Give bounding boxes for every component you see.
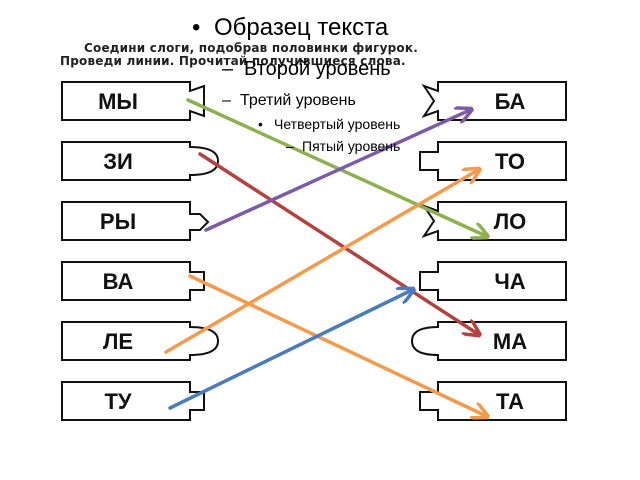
connection-line [204,110,470,232]
left-syllable-label: ЗИ [103,149,133,174]
outline-level-2-text: Второй уровень [244,58,391,80]
right-piece-5 [410,321,567,361]
left-syllable-label: ТУ [104,389,131,414]
right-syllable-label: БА [495,89,526,114]
left-piece-5 [61,321,220,361]
left-piece-3 [61,201,210,241]
connection-line [188,274,486,416]
left-piece-1 [61,81,205,121]
connection-line [186,98,486,236]
outline-level-5-text: Пятый уровень [302,138,401,154]
outline-level-1-text: Образец текста [214,14,389,41]
right-piece-4 [419,261,567,301]
connection-line [168,290,412,410]
outline-level-5[interactable]: –Пятый уровень [286,138,400,154]
instruction-line-2: Проведи линии. Прочитай получившиеся сло… [60,54,406,68]
right-syllable-label: ЛО [494,209,527,234]
right-syllable-label: ЧА [494,269,525,294]
dash-icon: – [222,92,231,109]
right-piece-2 [419,141,567,181]
connection-line [198,152,478,334]
dash-icon: – [222,58,234,80]
instruction-line-1: Соедини слоги, подобрав половинки фигуро… [84,41,418,55]
left-piece-6 [61,381,205,421]
outline-level-1[interactable]: • Образец текста [192,14,388,42]
right-syllable-label: ТА [496,389,524,414]
bullet-icon: • [258,116,263,132]
connection-line [164,170,478,354]
outline-level-3-text: Третий уровень [240,92,356,109]
left-syllable-label: ЛЕ [103,329,133,354]
dash-icon: – [286,138,294,154]
right-syllable-label: МА [493,329,527,354]
left-piece-2 [61,141,220,181]
left-syllable-label: РЫ [100,209,136,234]
left-piece-4 [61,261,205,301]
right-piece-6 [419,381,567,421]
bullet-icon: • [192,14,201,41]
left-syllable-label: МЫ [98,89,138,114]
outline-level-4-text: Четвертый уровень [274,116,401,132]
outline-level-4[interactable]: • Четвертый уровень [258,116,400,132]
right-syllable-label: ТО [495,149,525,174]
outline-level-3[interactable]: –Третий уровень [222,92,356,110]
outline-level-2[interactable]: –Второй уровень [222,58,391,81]
right-piece-3 [421,201,567,241]
left-syllable-label: ВА [103,269,134,294]
